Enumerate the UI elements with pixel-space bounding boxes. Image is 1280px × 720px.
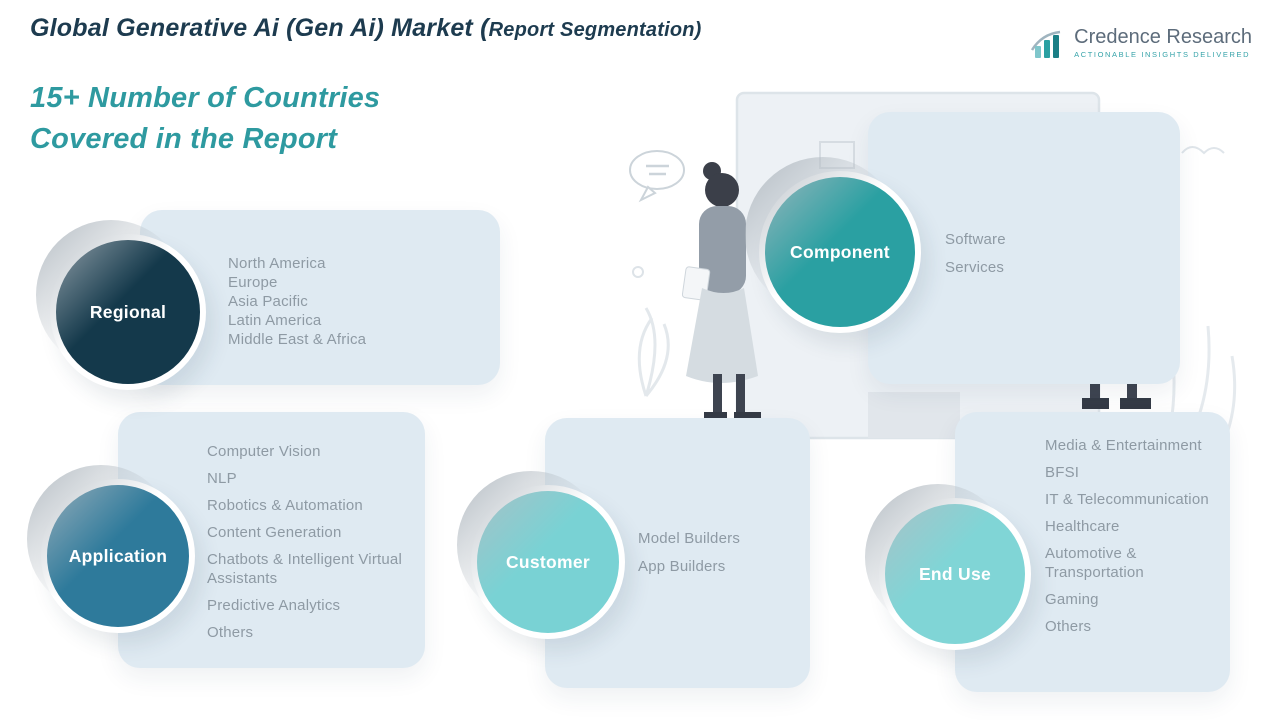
segment-circle-end-use: End Use bbox=[865, 484, 1031, 650]
segment-item: Europe bbox=[228, 274, 278, 291]
segment-items-end-use: Media & Entertainment BFSI IT & Telecomm… bbox=[1045, 436, 1210, 644]
segment-items-regional: North America Europe Asia Pacific Latin … bbox=[228, 254, 488, 349]
segment-item: App Builders bbox=[638, 558, 726, 575]
segment-item: Robotics & Automation bbox=[207, 497, 363, 514]
segment-item: Latin America bbox=[228, 312, 322, 329]
segment-item: Gaming bbox=[1045, 591, 1099, 608]
logo-bars-icon bbox=[1031, 30, 1061, 58]
page-title: Global Generative Ai (Gen Ai) Market (Re… bbox=[30, 14, 702, 43]
segment-items-component: Software Services bbox=[945, 230, 1145, 286]
segment-circle-application: Application bbox=[27, 465, 195, 633]
subtitle: 15+ Number of Countries Covered in the R… bbox=[30, 78, 380, 160]
segment-item: BFSI bbox=[1045, 464, 1080, 481]
segment-item: Services bbox=[945, 259, 1005, 276]
segment-label: End Use bbox=[918, 563, 992, 584]
segment-item: Asia Pacific bbox=[228, 293, 308, 310]
credence-logo: Credence Research Actionable Insights De… bbox=[1028, 26, 1252, 64]
segment-circle-regional: Regional bbox=[36, 220, 206, 390]
segment-item: Others bbox=[1045, 618, 1092, 635]
segment-items-customer: Model Builders App Builders bbox=[638, 529, 798, 585]
segment-circle-component: Component bbox=[745, 157, 921, 333]
segment-item: Healthcare bbox=[1045, 518, 1120, 535]
segment-label: Application bbox=[68, 545, 168, 566]
segment-item: Computer Vision bbox=[207, 443, 321, 460]
subtitle-line1: 15+ Number of Countries bbox=[30, 82, 381, 114]
segment-items-application: Computer Vision NLP Robotics & Automatio… bbox=[207, 442, 405, 650]
page-title-tail: Report Segmentation) bbox=[488, 19, 702, 41]
segment-label: Regional bbox=[89, 301, 167, 322]
speech-bubble-icon bbox=[629, 150, 685, 190]
segment-item: North America bbox=[228, 255, 326, 272]
segment-item: Software bbox=[945, 231, 1006, 248]
segment-item: Content Generation bbox=[207, 524, 342, 541]
segment-item: Chatbots & Intelligent Virtual Assistant… bbox=[207, 551, 403, 587]
segment-circle-customer: Customer bbox=[457, 471, 625, 639]
segment-item: Others bbox=[207, 624, 254, 641]
subtitle-line2: Covered in the Report bbox=[30, 123, 338, 156]
segment-item: Media & Entertainment bbox=[1045, 437, 1202, 454]
logo-name: Credence Research bbox=[1074, 26, 1252, 48]
cloud-squiggle bbox=[1181, 146, 1225, 155]
segment-item: Predictive Analytics bbox=[207, 597, 341, 614]
plant-leaves-left bbox=[637, 307, 670, 397]
person-figure bbox=[681, 162, 761, 421]
page-title-main: Global Generative Ai (Gen Ai) Market ( bbox=[30, 14, 489, 42]
segment-item: Model Builders bbox=[638, 530, 741, 547]
segment-item: IT & Telecommunication bbox=[1045, 491, 1209, 508]
logo-text: Credence Research Actionable Insights De… bbox=[1074, 26, 1252, 59]
segment-label: Customer bbox=[505, 551, 591, 572]
logo-tagline: Actionable Insights Delivered bbox=[1074, 50, 1251, 59]
segment-item: NLP bbox=[207, 470, 237, 487]
segment-item: Automotive & Transportation bbox=[1045, 545, 1144, 581]
segment-label: Component bbox=[790, 241, 890, 262]
segment-item: Middle East & Africa bbox=[228, 331, 367, 348]
